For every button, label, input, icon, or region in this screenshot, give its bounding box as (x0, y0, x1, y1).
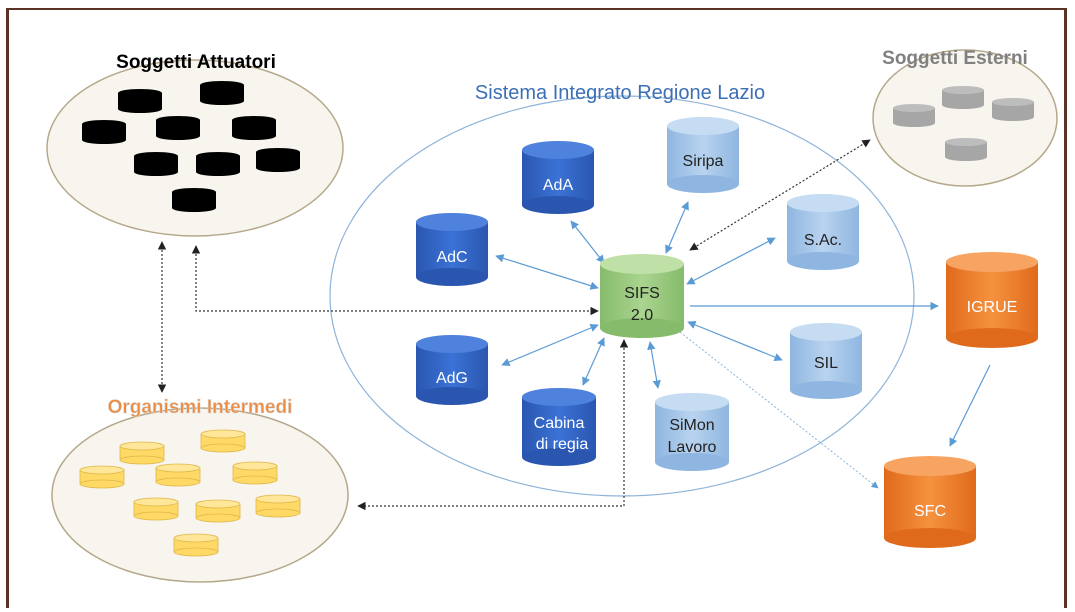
db-icon (172, 188, 216, 212)
db-ada[interactable]: AdA (522, 141, 594, 214)
diagram-frame (6, 8, 1067, 608)
db-icon (195, 499, 241, 523)
db-icon (992, 98, 1034, 121)
db-icon (255, 494, 301, 518)
db-icon (79, 465, 125, 489)
db-sifs-label-2: 2.0 (631, 307, 653, 324)
arrow-sifs-sac (686, 237, 776, 285)
db-icon (232, 461, 278, 485)
db-sac-label: S.Ac. (804, 232, 842, 249)
db-sil-label: SIL (814, 355, 838, 372)
db-icon (200, 429, 246, 453)
arrow-sifs-adc (495, 254, 599, 290)
db-sifs-label-1: SIFS (624, 285, 660, 302)
db-igrue[interactable]: IGRUE (946, 252, 1038, 348)
db-icon (133, 497, 179, 521)
db-cabina-di-regia[interactable]: Cabina di regia (522, 388, 596, 466)
db-icon (118, 89, 162, 113)
db-icon (942, 86, 984, 109)
db-siripa-label: Siripa (683, 153, 724, 170)
db-adc[interactable]: AdC (416, 213, 488, 286)
db-icon (119, 441, 165, 465)
arrow-attuatori-sifs (191, 245, 599, 316)
organismi-intermedi-title: Organismi Intermedi (108, 397, 293, 418)
db-adg[interactable]: AdG (416, 335, 488, 405)
db-simon-label-2: Lavoro (668, 439, 717, 456)
db-siripa[interactable]: Siripa (667, 117, 739, 193)
db-icon (232, 116, 276, 140)
db-icon (256, 148, 300, 172)
db-ada-label: AdA (543, 177, 574, 194)
db-igrue-label: IGRUE (967, 299, 1018, 316)
db-icon (196, 152, 240, 176)
db-icon (173, 533, 219, 557)
arrow-sifs-siripa (665, 201, 689, 254)
external-connectors (157, 139, 871, 511)
arrow-sifs-cabina (582, 337, 605, 386)
arrow-sifs-adg (501, 324, 599, 366)
db-sfc[interactable]: SFC (884, 456, 976, 548)
db-icon (82, 120, 126, 144)
db-sil[interactable]: SIL (790, 323, 862, 399)
arrow-sifs-intermedi (357, 339, 629, 511)
db-simon-lavoro[interactable]: SiMon Lavoro (655, 393, 729, 471)
db-sifs-hub[interactable]: SIFS 2.0 (600, 254, 684, 338)
db-icon (200, 81, 244, 105)
soggetti-attuatori-dbs (82, 81, 300, 212)
soggetti-esterni-dbs (893, 86, 1034, 161)
db-sfc-label: SFC (914, 503, 946, 520)
db-icon (155, 463, 201, 487)
db-sac[interactable]: S.Ac. (787, 194, 859, 270)
sistema-integrato-title: Sistema Integrato Regione Lazio (475, 82, 765, 104)
db-simon-label-1: SiMon (669, 417, 714, 434)
db-icon (945, 138, 987, 161)
db-cabina-label-1: Cabina (534, 415, 585, 432)
soggetti-esterni-title: Soggetti Esterni (882, 48, 1028, 69)
arrow-sifs-ada (570, 220, 605, 264)
db-icon (134, 152, 178, 176)
organismi-intermedi-dbs (79, 429, 301, 557)
arrow-sifs-esterni (689, 139, 871, 251)
arrow-sifs-simon (647, 341, 661, 389)
db-adg-label: AdG (436, 370, 468, 387)
arrow-igrue-sfc (949, 364, 991, 447)
soggetti-esterni-ellipse (872, 49, 1058, 187)
arrow-sifs-sil (687, 320, 783, 362)
db-icon (893, 104, 935, 127)
soggetti-attuatori-title: Soggetti Attuatori (116, 52, 276, 73)
db-adc-label: AdC (436, 249, 467, 266)
db-icon (156, 116, 200, 140)
db-cabina-label-2: di regia (536, 436, 589, 453)
